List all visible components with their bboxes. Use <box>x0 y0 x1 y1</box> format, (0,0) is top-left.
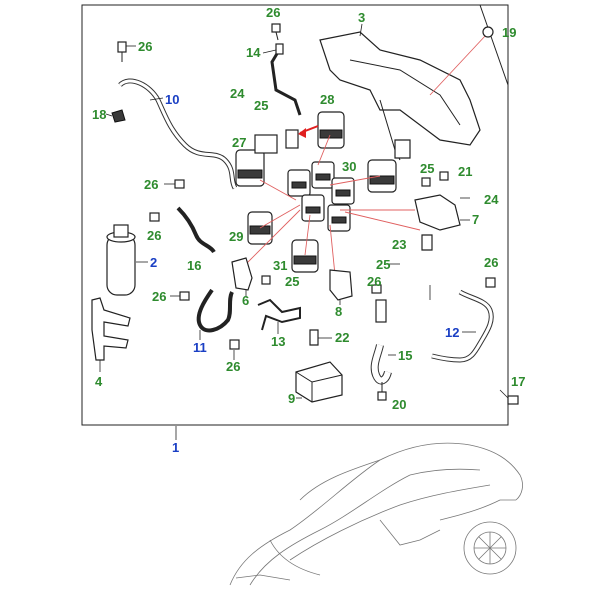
callout-21: 21 <box>458 164 472 179</box>
callout-19: 19 <box>502 25 516 40</box>
callout-24: 24 <box>484 192 499 207</box>
module-27 <box>235 149 265 187</box>
callout-29: 29 <box>229 229 243 244</box>
sensor-14 <box>270 51 302 116</box>
callout-2: 2 <box>150 255 157 270</box>
callout-17: 17 <box>511 374 525 389</box>
callout-16: 16 <box>187 258 201 273</box>
callout-26-bottom: 26 <box>226 359 240 374</box>
callout-14: 14 <box>246 45 261 60</box>
red-leaders <box>239 134 421 276</box>
callout-6: 6 <box>242 293 249 308</box>
bolt-26-top <box>271 23 281 41</box>
bracket-7 <box>414 194 461 231</box>
callout-26-mid-left: 26 <box>144 177 158 192</box>
unit-9 <box>295 361 343 403</box>
bolt-26-center <box>371 284 382 294</box>
module-31 <box>291 239 319 273</box>
callout-31: 31 <box>273 258 287 273</box>
callout-25-center: 25 <box>376 257 390 272</box>
callout-22: 22 <box>335 330 349 345</box>
bracket-4 <box>91 297 131 361</box>
callout-23: 23 <box>392 237 406 252</box>
bolt-26-left-2 <box>149 212 160 222</box>
callout-25-lower: 25 <box>285 274 299 289</box>
callout-15: 15 <box>398 348 412 363</box>
module-30 <box>367 159 397 193</box>
callout-26-left-2: 26 <box>147 228 161 243</box>
bracket-6 <box>231 257 253 291</box>
pipe-11 <box>196 288 234 333</box>
callout-8: 8 <box>335 304 342 319</box>
valve-cluster <box>287 161 355 232</box>
callout-3: 3 <box>358 10 365 25</box>
bracket-13 <box>257 298 301 331</box>
callout-20: 20 <box>392 397 406 412</box>
callout-26-top-left: 26 <box>138 39 152 54</box>
callout-25-right: 25 <box>420 161 434 176</box>
module-28 <box>317 111 345 149</box>
callout-12: 12 <box>445 325 459 340</box>
vehicle-outline <box>229 442 523 586</box>
callout-7: 7 <box>472 212 479 227</box>
callout-9: 9 <box>288 391 295 406</box>
pipe-16 <box>176 206 216 254</box>
callout-30: 30 <box>342 159 356 174</box>
callout-18: 18 <box>92 107 106 122</box>
callout-26-top: 26 <box>266 5 280 20</box>
bolt-26-right <box>485 277 496 288</box>
callout-1: 1 <box>172 440 179 455</box>
callout-28: 28 <box>320 92 334 107</box>
callout-26-center: 26 <box>367 274 381 289</box>
callout-25-upper: 25 <box>254 98 268 113</box>
bracket-8 <box>329 269 353 301</box>
bolt-26-bottom <box>229 339 240 360</box>
callout-26-lower-left: 26 <box>152 289 166 304</box>
bolt-26-top-left <box>117 41 136 62</box>
callout-24-upper: 24 <box>230 86 245 101</box>
receiver-drier-2 <box>106 224 148 296</box>
callout-11: 11 <box>193 340 207 355</box>
assembly-frame <box>81 4 509 426</box>
callout-13: 13 <box>271 334 285 349</box>
bracket-3 <box>319 31 481 161</box>
bolt-26-lower-left <box>170 291 190 301</box>
callout-27: 27 <box>232 135 246 150</box>
callout-26-right: 26 <box>484 255 498 270</box>
bolt-26-mid-left <box>164 179 185 189</box>
callout-10: 10 <box>165 92 179 107</box>
callout-4: 4 <box>95 374 103 389</box>
